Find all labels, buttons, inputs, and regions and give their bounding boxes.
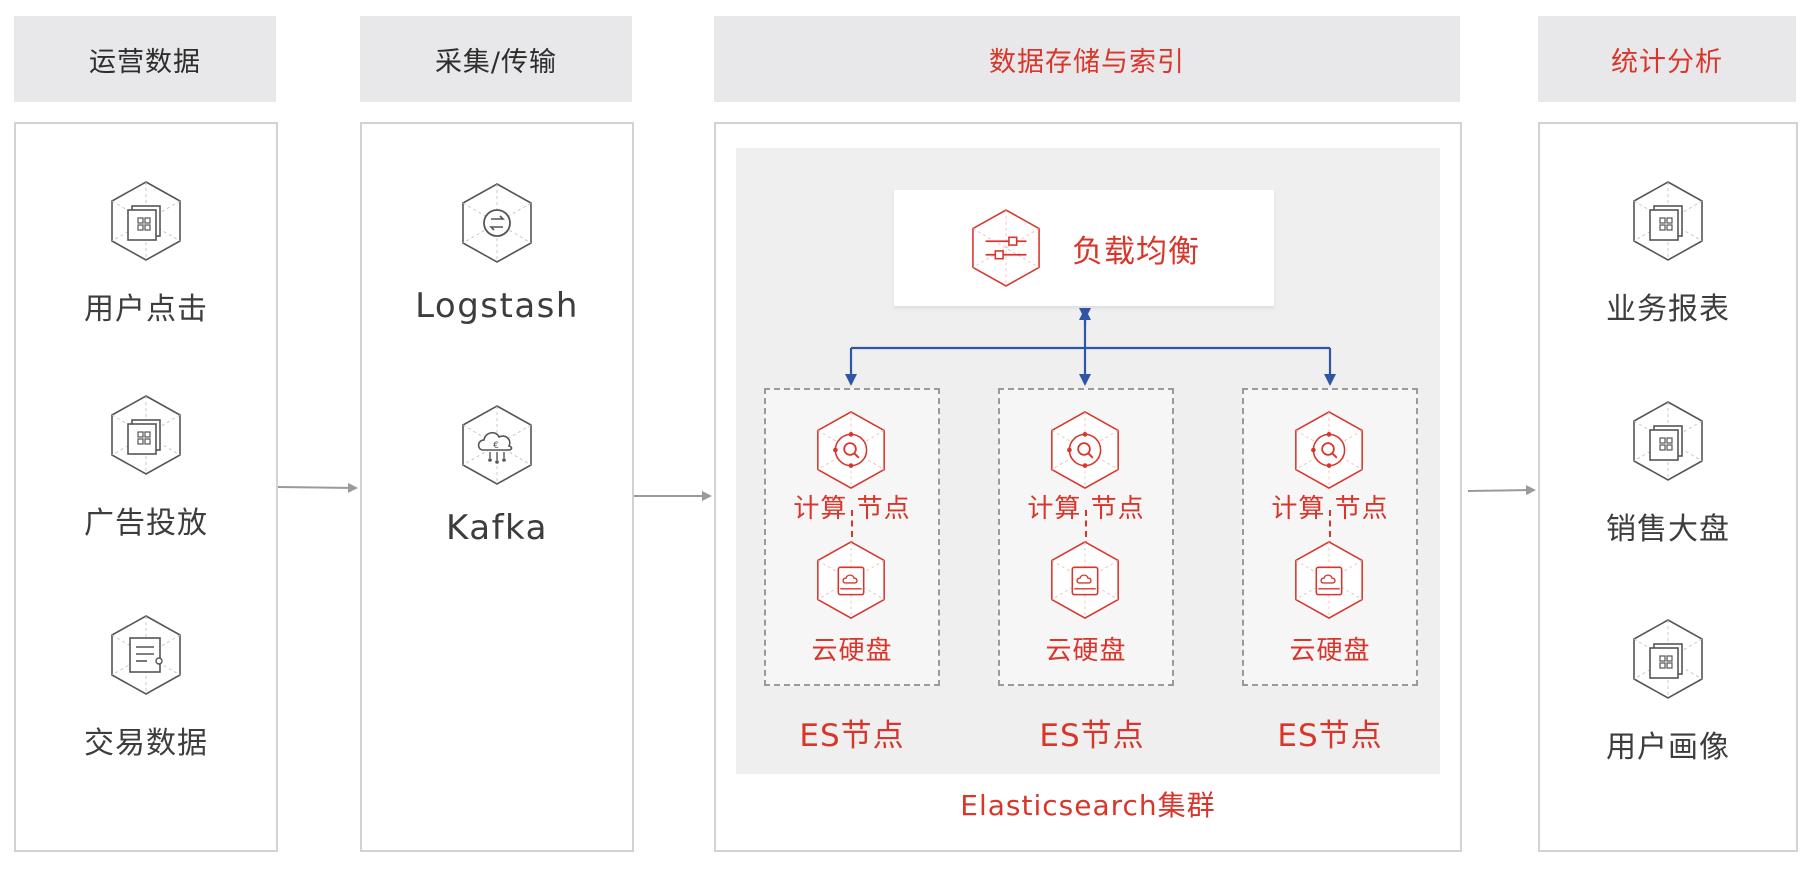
chart-board-icon [111,181,181,261]
node-link [1329,510,1331,558]
svg-text:€: € [493,441,499,451]
cloud-disk-label: 云硬盘 [1289,636,1371,666]
header-ops: 运营数据 [14,16,276,102]
compute-search-icon [1051,411,1119,489]
source-item-user-click: 用户点击 [16,180,276,328]
document-list-icon [111,615,181,695]
es-node-label: ES节点 [799,718,905,754]
source-item-trade: 交易数据 [16,614,276,762]
sync-icon [462,183,532,263]
panel-collect: Logstash € Kafka [360,122,634,852]
compute-search-icon [817,411,885,489]
cloud-disk-icon [1051,541,1119,619]
source-label: 用户点击 [84,292,208,327]
header-storage: 数据存储与索引 [714,16,1460,102]
load-balancer-icon [972,209,1040,287]
source-label: 广告投放 [84,506,208,541]
cloud-disk-label: 云硬盘 [811,636,893,666]
chart-board-icon [1633,619,1703,699]
collect-label: Kafka [446,508,548,548]
cloud-disk-label: 云硬盘 [1045,636,1127,666]
collect-item-kafka: € Kafka [362,404,632,548]
node-link [851,510,853,558]
panel-sources: 用户点击 广告投放 交易数据 [14,122,278,852]
collect-label: Logstash [415,286,579,326]
load-balancer-label: 负载均衡 [1072,233,1200,270]
analysis-label: 销售大盘 [1606,512,1730,547]
source-item-ad: 广告投放 [16,394,276,542]
es-node-2: 计算 节点 云硬盘 [998,388,1174,686]
es-node-1: 计算 节点 云硬盘 [764,388,940,686]
analysis-item-report: 业务报表 [1540,180,1796,328]
chart-board-icon [111,395,181,475]
analysis-label: 用户画像 [1606,730,1730,765]
load-balancer: 负载均衡 [894,190,1274,306]
compute-search-icon [1295,411,1363,489]
header-collect: 采集/传输 [360,16,632,102]
collect-item-logstash: Logstash [362,182,632,326]
flow-arrow-storage-to-analysis [1467,485,1536,496]
analysis-label: 业务报表 [1606,292,1730,327]
analysis-item-sales: 销售大盘 [1540,400,1796,548]
header-analysis: 统计分析 [1538,16,1796,102]
es-node-label: ES节点 [1039,718,1145,754]
lb-to-nodes-connector [845,308,1336,386]
cloud-disk-icon [1295,541,1363,619]
cluster-label: Elasticsearch集群 [960,789,1216,822]
flow-arrow-sources-to-collect [277,482,358,493]
chart-board-icon [1633,181,1703,261]
chart-board-icon [1633,401,1703,481]
cloud-disk-icon [817,541,885,619]
es-node-3: 计算 节点 云硬盘 [1242,388,1418,686]
analysis-item-profile: 用户画像 [1540,618,1796,766]
es-node-label: ES节点 [1277,718,1383,754]
source-label: 交易数据 [84,726,208,761]
cloud-stream-icon: € [462,405,532,485]
panel-analysis: 业务报表 销售大盘 用户画像 [1538,122,1798,852]
node-link [1085,510,1087,558]
